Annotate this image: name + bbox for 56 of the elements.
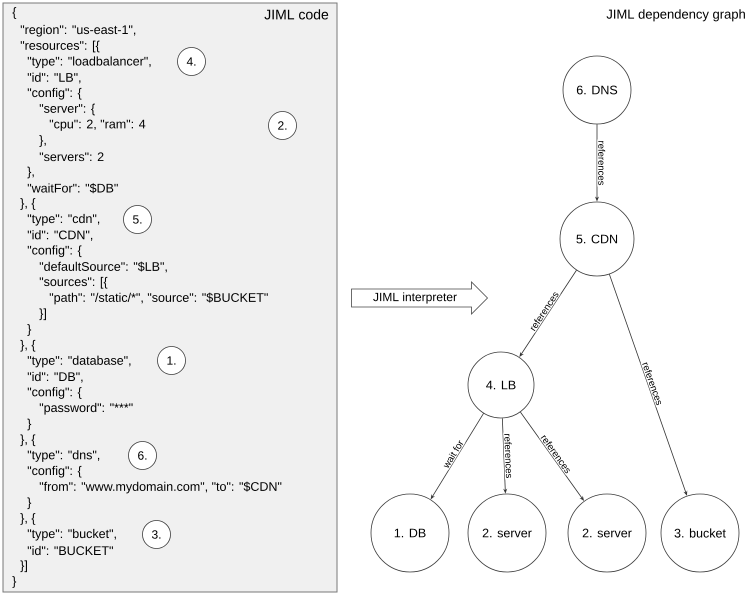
code-line: "config": { (28, 245, 82, 258)
code-line: "type": "database", (28, 356, 130, 368)
code-line: }, { (20, 198, 36, 210)
graph-node: 5. CDN (560, 202, 634, 276)
code-line: "type": "cdn", (28, 214, 100, 226)
code-line: } (27, 418, 32, 430)
graph-title: JIML dependency graph (606, 9, 745, 22)
edge-label: references (597, 140, 606, 186)
heading: JIML code (264, 9, 328, 20)
code-line: "password": "***" (40, 402, 133, 415)
code-line: "waitFor": "$DB" (28, 183, 118, 194)
callout-number: 1. (157, 346, 186, 375)
code-line: "type": "dns", (28, 450, 100, 462)
code-line: } (27, 324, 32, 336)
code-line: { (12, 7, 16, 19)
code-line: "region": "us-east-1", (20, 24, 136, 37)
graph-node: 2. server (468, 494, 546, 572)
code-line: "id": "BUCKET" (28, 546, 113, 556)
code-line: } (12, 576, 16, 588)
code-line: }, { (20, 340, 36, 352)
callout-number: 6. (128, 441, 157, 470)
code-line: }, { (20, 434, 36, 446)
code-line: "server": { (40, 104, 95, 116)
callout-number: 3. (142, 520, 171, 549)
code-line: }, (27, 166, 34, 178)
code-line: "type": "bucket", (28, 528, 116, 541)
code-line: "config": { (28, 387, 82, 399)
callout-number: 5. (123, 205, 152, 234)
code-line: } (27, 497, 32, 510)
callout-number: 2. (268, 111, 297, 140)
code-line: }, { (20, 513, 36, 525)
code-line: "sources": [{ (40, 276, 108, 289)
code-line: "cpu": 2, "ram": 4 (50, 120, 146, 131)
code-line: "resources": [{ (20, 40, 100, 52)
code-line: "config": { (28, 466, 82, 478)
graph-node: 1. DB (370, 494, 450, 572)
graph-node: 2. server (568, 494, 646, 572)
edge-label: references (503, 432, 514, 480)
code-line: "servers": 2 (40, 152, 104, 162)
code-line: "from": "www.mydomain.com", "to": "$CDN" (40, 482, 282, 494)
graph-node: 4. LB (468, 352, 534, 418)
graph-node: 3. bucket (660, 494, 740, 572)
code-line: }] (39, 308, 46, 320)
code-line: "id": "CDN", (28, 230, 92, 241)
code-line: "type": "loadbalancer", (28, 56, 151, 68)
code-line: }, (39, 135, 46, 147)
graph-node: 6. DNS (562, 56, 632, 124)
edge-label: wait for (440, 438, 466, 470)
code-line: "path": "/static/*", "source": "$BUCKET" (50, 292, 268, 304)
code-line: "config": { (28, 88, 82, 100)
code-line: }] (20, 560, 27, 572)
code-line: "id": "LB", (28, 72, 80, 84)
code-panel (2, 2, 338, 592)
callout-number: 4. (177, 47, 206, 76)
code-line: "id": "DB", (28, 372, 82, 383)
code-line: "defaultSource": "$LB", (40, 262, 167, 272)
